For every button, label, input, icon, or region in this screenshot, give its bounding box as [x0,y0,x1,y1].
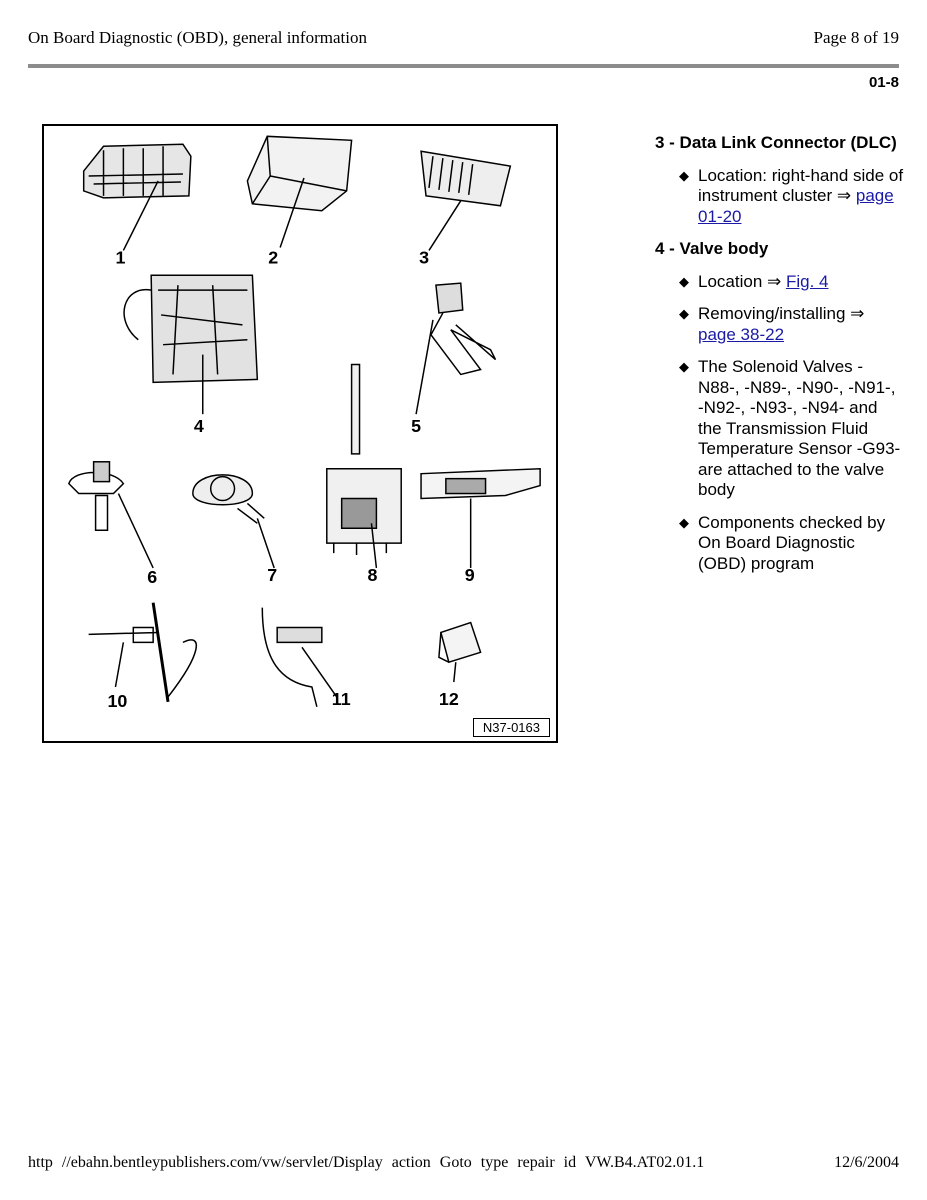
component-location-figure: 1 2 3 4 5 6 7 8 9 10 11 12 N37-0163 [42,124,558,743]
header-divider [28,64,899,68]
diamond-bullet-icon: ◆ [679,359,689,374]
component-11-drawing [261,607,338,708]
component-5-drawing [415,282,497,415]
callout-9: 9 [465,565,475,585]
component-6-drawing [67,461,154,569]
page-indicator: Page 8 of 19 [813,28,899,47]
link-page-01-20[interactable]: page 01-20 [698,186,894,226]
bullet-valve-removing: ◆ Removing/installing ⇒ page 38-22 [655,304,905,345]
footer-url: http //ebahn.bentleypublishers.com/vw/se… [28,1154,705,1171]
legend-column: 3 - Data Link Connector (DLC) ◆ Location… [655,133,905,586]
callout-2: 2 [268,247,278,267]
document-title: On Board Diagnostic (OBD), general infor… [28,28,367,47]
component-2-drawing [246,135,353,248]
bullet-text: Components checked by On Board Diagnosti… [698,512,886,573]
component-7-drawing [192,474,275,569]
component-8-drawing [326,363,402,569]
figure-reference-label: N37-0163 [472,718,550,737]
bullet-text: Location: right-hand side of instrument … [698,165,904,206]
bullet-text: Removing/installing ⇒ [698,304,865,323]
bullet-valve-location: ◆ Location ⇒ Fig. 4 [655,272,905,293]
component-12-drawing [438,621,482,683]
diamond-bullet-icon: ◆ [679,167,689,183]
callout-4: 4 [194,416,204,436]
component-1-drawing [82,143,192,251]
callout-8: 8 [367,565,377,585]
callout-12: 12 [439,689,459,709]
component-4-drawing [123,274,259,415]
link-fig-4[interactable]: Fig. 4 [785,271,829,291]
bullet-dlc-location: ◆ Location: right-hand side of instrumen… [655,166,905,228]
bullet-valve-solenoids: ◆ The Solenoid Valves - N88-, -N89-, -N9… [655,357,905,501]
callout-11: 11 [332,689,351,709]
bullet-text: The Solenoid Valves - N88-, -N89-, -N90-… [698,357,901,499]
section-code: 01-8 [868,74,899,91]
diamond-bullet-icon: ◆ [679,514,689,530]
callout-5: 5 [411,416,421,436]
callout-6: 6 [147,567,157,587]
footer-date: 12/6/2004 [834,1154,899,1171]
callout-1: 1 [115,247,125,267]
callout-7: 7 [267,565,277,585]
component-illustrations: 1 2 3 4 5 6 7 8 9 10 11 12 [67,135,541,711]
diamond-bullet-icon: ◆ [679,273,689,289]
component-10-drawing [88,602,197,703]
item-title-valve-body: 4 - Valve body [655,239,769,258]
bullet-valve-obd: ◆ Components checked by On Board Diagnos… [655,513,905,575]
bullet-text: Location ⇒ [698,271,786,291]
link-page-38-22[interactable]: page 38-22 [698,324,785,344]
component-3-drawing [420,150,512,251]
callout-3: 3 [419,247,429,267]
callout-10: 10 [108,691,128,711]
item-title-dlc: 3 - Data Link Connector (DLC) [655,133,897,152]
component-9-drawing [420,467,541,568]
diamond-bullet-icon: ◆ [679,306,689,321]
